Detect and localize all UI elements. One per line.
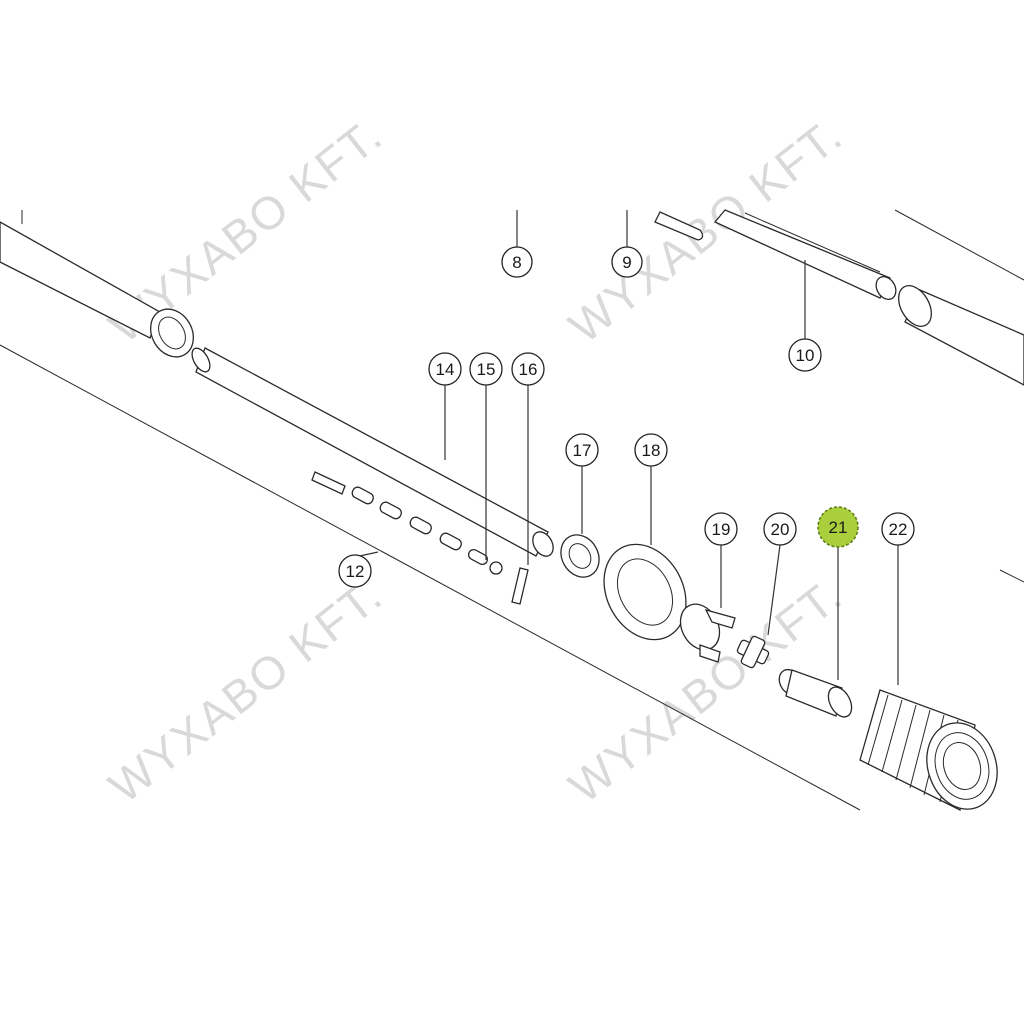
inner-tube-10 [713,209,897,300]
outer-tube-right [897,285,1024,386]
bearing-ring-18 [603,543,687,641]
callout-20: 20 [763,512,797,546]
frame-lines [0,209,1024,811]
callout-label: 10 [796,346,815,365]
pin-9 [654,211,704,241]
chain-12 [311,471,503,575]
callout-18: 18 [634,433,668,467]
clip-17 [560,534,600,578]
pin-16 [511,567,529,605]
watermark-text: WYXABO KFT. [99,568,392,813]
callout-label: 9 [622,253,631,272]
watermark-group: WYXABO KFT. WYXABO KFT. WYXABO KFT. WYXA… [99,108,852,813]
spring-22 [859,689,998,811]
callout-label: 8 [512,253,521,272]
callout-label: 18 [642,441,661,460]
callout-19: 19 [704,512,738,546]
callout-17: 17 [565,433,599,467]
callout-21-highlighted: 21 [817,506,859,548]
callout-label: 15 [477,360,496,379]
callout-label: 14 [436,360,455,379]
callout-8: 8 [501,246,533,278]
tube-14 [191,347,554,557]
callout-label: 22 [889,520,908,539]
callout-15: 15 [469,352,503,386]
callout-label: 17 [573,441,592,460]
callout-22: 22 [881,512,915,546]
callout-label: 19 [712,520,731,539]
callout-label: 20 [771,520,790,539]
yoke-19 [679,603,736,663]
callout-10: 10 [788,338,822,372]
leader-lines [354,210,899,685]
callout-12: 12 [338,554,372,588]
outer-tube-left [0,221,195,358]
callout-14: 14 [428,352,462,386]
fitting-21 [778,668,853,718]
watermark-text: WYXABO KFT. [559,108,852,353]
cross-20 [736,635,770,669]
callout-9: 9 [611,246,643,278]
callout-label: 16 [519,360,538,379]
callout-16: 16 [511,352,545,386]
callout-label: 21 [829,518,848,537]
callout-label: 12 [346,562,365,581]
